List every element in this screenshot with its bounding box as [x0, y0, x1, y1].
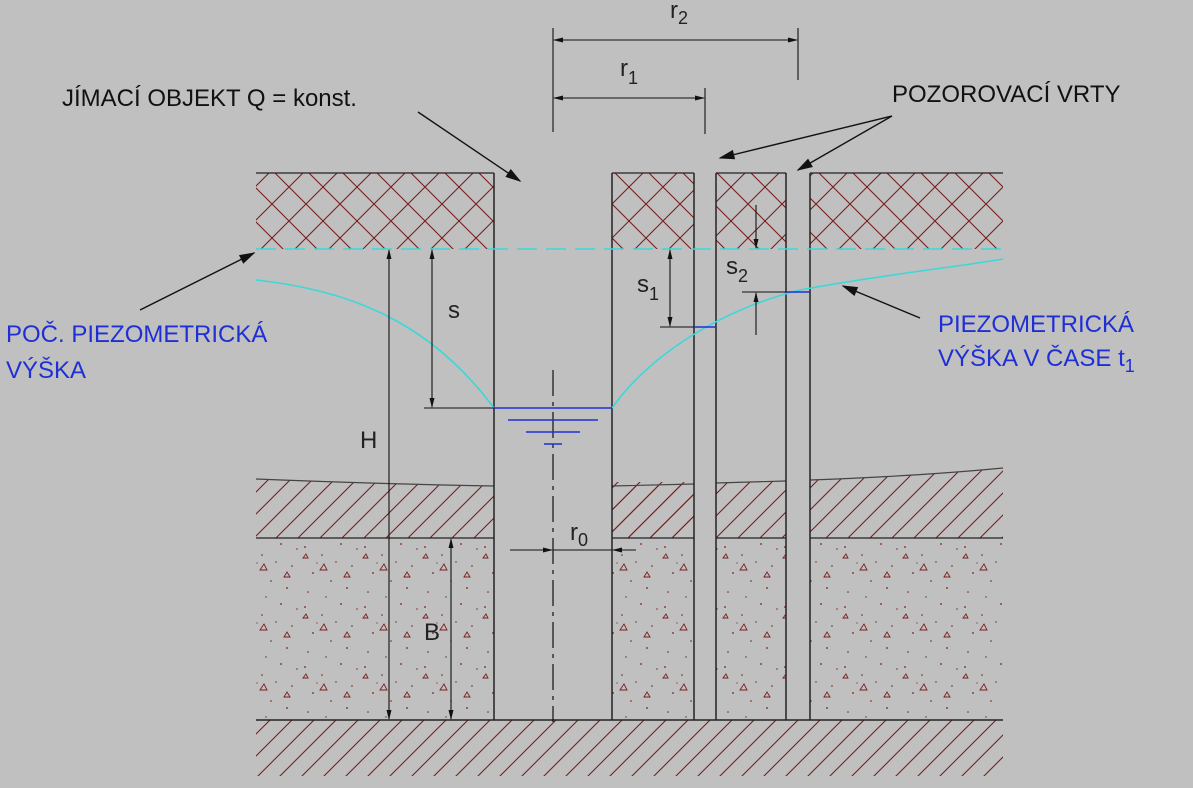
- observation-wells-label: POZOROVACÍ VRTY: [892, 81, 1120, 108]
- head-time-leader: [841, 285, 921, 319]
- leader-arrows: [139, 111, 921, 319]
- r0-symbol: r0: [570, 519, 588, 550]
- s2-symbol: s2: [726, 253, 748, 286]
- bedrock-layer: [256, 719, 1003, 776]
- drawdown-curve-right: [611, 258, 1004, 409]
- confining-layer: [255, 467, 1004, 539]
- top-cohesive-layer: [256, 172, 1003, 249]
- observation-well-2-leader: [796, 115, 893, 171]
- initial-head-leader: [139, 252, 256, 311]
- extension-lines: [424, 28, 799, 409]
- intake-leader: [417, 111, 522, 182]
- well-casings: [493, 173, 811, 720]
- B-symbol: B: [424, 619, 440, 646]
- r1-symbol: r1: [620, 55, 638, 88]
- drawdown-curve-left: [255, 279, 495, 409]
- water-surface-symbol: [494, 407, 612, 445]
- initial-head-label-line1: POČ. PIEZOMETRICKÁ: [6, 320, 267, 348]
- observation-well-1-leader: [718, 115, 893, 160]
- H-symbol: H: [360, 427, 377, 454]
- aquifer-sand-layer: [256, 538, 1003, 720]
- dimension-lines: [386, 37, 798, 720]
- r2-symbol: r2: [670, 0, 688, 28]
- s-symbol: s: [448, 297, 460, 324]
- head-time-label-line2: VÝŠKA V ČASE t1: [938, 344, 1135, 376]
- intake-label: JÍMACÍ OBJEKT Q = konst.: [62, 85, 357, 112]
- s1-symbol: s1: [637, 271, 659, 304]
- initial-head-label-line2: VÝŠKA: [6, 356, 86, 384]
- head-time-label-line1: PIEZOMETRICKÁ: [938, 311, 1134, 338]
